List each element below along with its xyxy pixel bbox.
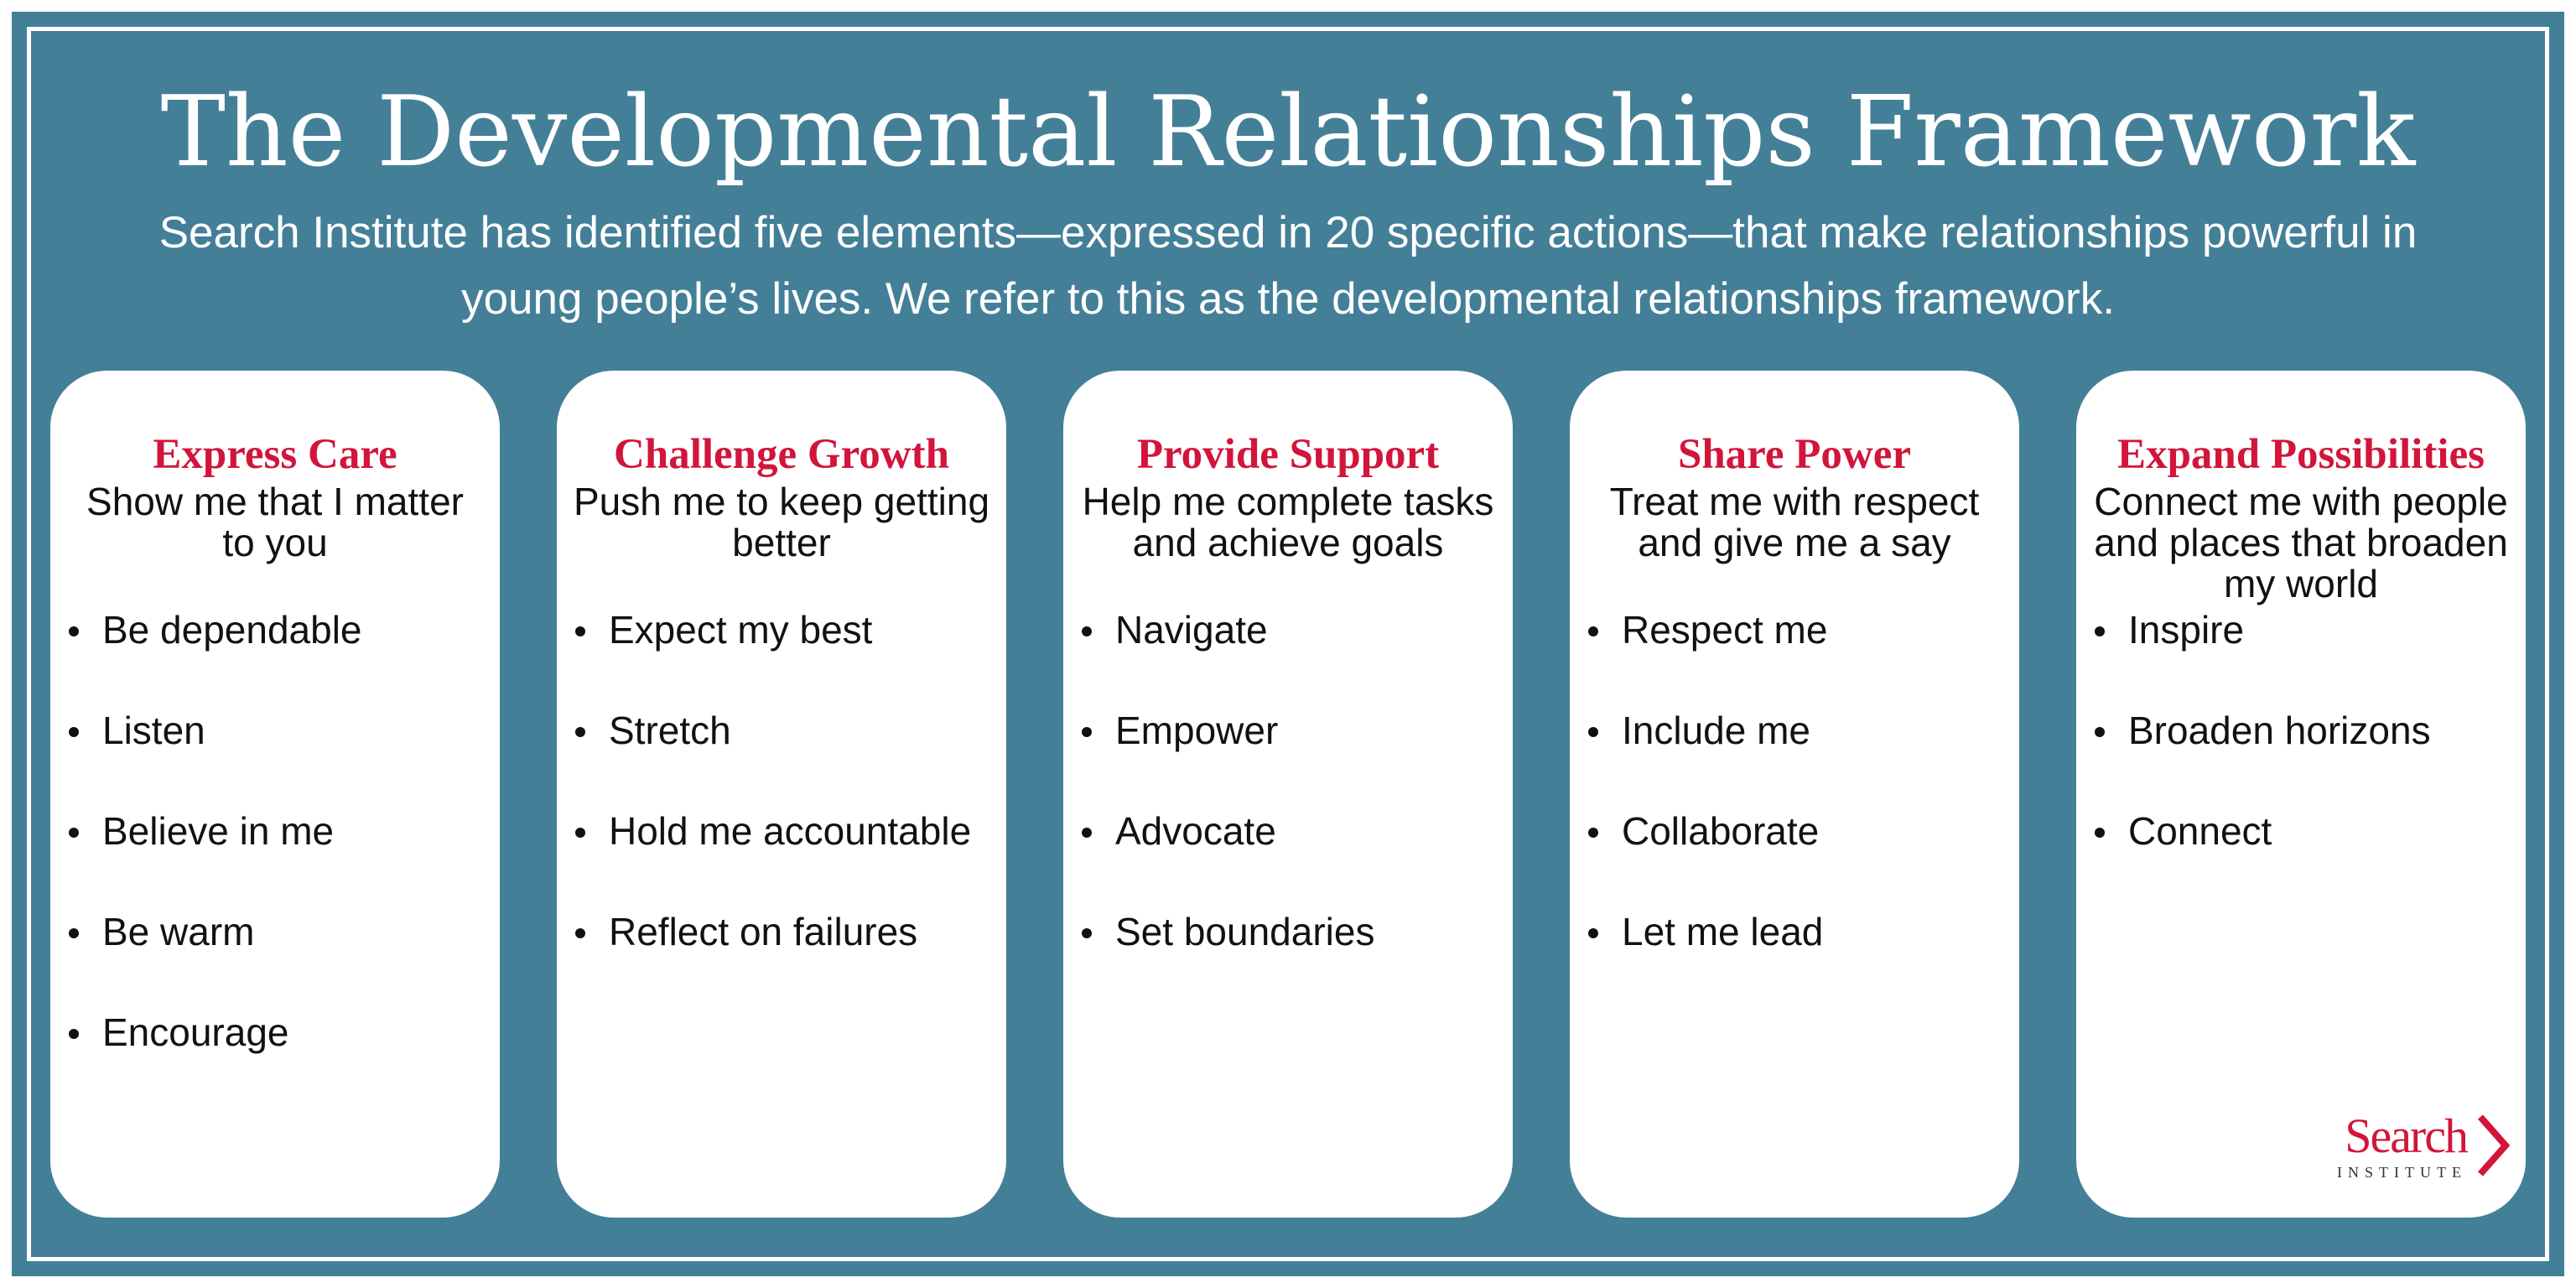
action-label: Stretch bbox=[609, 709, 731, 752]
element-card-expand-possibilities: Expand Possibilities Connect me with peo… bbox=[2076, 371, 2526, 1218]
action-label: Be dependable bbox=[102, 608, 362, 652]
action-label: Respect me bbox=[1622, 608, 1828, 652]
action-item: Include me bbox=[1585, 708, 2004, 754]
action-item: Connect bbox=[2091, 808, 2511, 854]
bullet-icon bbox=[1588, 828, 1598, 838]
bullet-icon bbox=[1082, 727, 1092, 737]
bullet-icon bbox=[1588, 928, 1598, 938]
element-description: Connect me with people and places that b… bbox=[2094, 480, 2508, 605]
action-item: Inspire bbox=[2091, 607, 2511, 653]
page-title: The Developmental Relationships Framewor… bbox=[160, 75, 2416, 189]
bullet-icon bbox=[1082, 828, 1092, 838]
bullet-icon bbox=[69, 626, 79, 636]
bullet-icon bbox=[69, 828, 79, 838]
action-label: Include me bbox=[1622, 709, 1811, 752]
element-description: Push me to keep getting better bbox=[573, 480, 990, 564]
action-item: Reflect on failures bbox=[572, 909, 991, 955]
action-label: Expect my best bbox=[609, 608, 873, 652]
logo-subtitle: INSTITUTE bbox=[2337, 1164, 2467, 1181]
bullet-icon bbox=[1588, 626, 1598, 636]
element-title: Express Care bbox=[153, 431, 397, 478]
element-title: Share Power bbox=[1677, 431, 1912, 478]
element-description: Show me that I matter to you bbox=[86, 480, 464, 564]
element-title: Challenge Growth bbox=[614, 431, 949, 478]
action-item: Encourage bbox=[65, 1010, 485, 1056]
action-item: Advocate bbox=[1078, 808, 1498, 854]
action-label: Let me lead bbox=[1622, 910, 1824, 953]
element-description: Help me complete tasks and achieve goals bbox=[1082, 480, 1494, 564]
action-item: Stretch bbox=[572, 708, 991, 754]
element-card-challenge-growth: Challenge Growth Push me to keep getting… bbox=[557, 371, 1006, 1218]
chevron-right-icon bbox=[2478, 1114, 2511, 1176]
action-item: Collaborate bbox=[1585, 808, 2004, 854]
bullet-icon bbox=[1082, 928, 1092, 938]
bullet-icon bbox=[2095, 727, 2105, 737]
element-title: Expand Possibilities bbox=[2117, 431, 2485, 478]
action-label: Connect bbox=[2128, 809, 2272, 853]
action-item: Respect me bbox=[1585, 607, 2004, 653]
action-list: Expect my best Stretch Hold me accountab… bbox=[572, 607, 991, 955]
bullet-icon bbox=[575, 928, 585, 938]
bullet-icon bbox=[1588, 727, 1598, 737]
action-item: Broaden horizons bbox=[2091, 708, 2511, 754]
bullet-icon bbox=[1082, 626, 1092, 636]
element-title: Provide Support bbox=[1136, 431, 1440, 478]
action-item: Set boundaries bbox=[1078, 909, 1498, 955]
action-list: Navigate Empower Advocate Set boundaries bbox=[1078, 607, 1498, 955]
action-label: Navigate bbox=[1115, 608, 1268, 652]
action-label: Be warm bbox=[102, 910, 255, 953]
action-label: Broaden horizons bbox=[2128, 709, 2431, 752]
action-label: Hold me accountable bbox=[609, 809, 972, 853]
action-label: Set boundaries bbox=[1115, 910, 1375, 953]
action-item: Believe in me bbox=[65, 808, 485, 854]
element-card-express-care: Express Care Show me that I matter to yo… bbox=[50, 371, 500, 1218]
action-list: Respect me Include me Collaborate Let me… bbox=[1585, 607, 2004, 955]
action-item: Empower bbox=[1078, 708, 1498, 754]
action-list: Inspire Broaden horizons Connect bbox=[2091, 607, 2511, 854]
action-list: Be dependable Listen Believe in me Be wa… bbox=[65, 607, 485, 1056]
action-item: Be dependable bbox=[65, 607, 485, 653]
page-subtitle: Search Institute has identified five ele… bbox=[158, 208, 2418, 324]
bullet-icon bbox=[69, 928, 79, 938]
bullet-icon bbox=[575, 727, 585, 737]
action-label: Collaborate bbox=[1622, 809, 1820, 853]
action-item: Let me lead bbox=[1585, 909, 2004, 955]
action-label: Believe in me bbox=[102, 809, 335, 853]
action-item: Be warm bbox=[65, 909, 485, 955]
bullet-icon bbox=[69, 1029, 79, 1039]
element-description: Treat me with respect and give me a say bbox=[1609, 480, 1980, 564]
action-label: Encourage bbox=[102, 1010, 289, 1054]
element-card-provide-support: Provide Support Help me complete tasks a… bbox=[1063, 371, 1513, 1218]
search-institute-logo: Search INSTITUTE bbox=[2334, 1110, 2511, 1186]
action-item: Hold me accountable bbox=[572, 808, 991, 854]
logo-wordmark: Search bbox=[2345, 1109, 2469, 1163]
action-item: Expect my best bbox=[572, 607, 991, 653]
action-label: Empower bbox=[1115, 709, 1279, 752]
action-label: Listen bbox=[102, 709, 205, 752]
bullet-icon bbox=[575, 626, 585, 636]
bullet-icon bbox=[2095, 828, 2105, 838]
action-item: Navigate bbox=[1078, 607, 1498, 653]
action-label: Reflect on failures bbox=[609, 910, 918, 953]
framework-poster: The Developmental Relationships Framewor… bbox=[12, 12, 2564, 1276]
bullet-icon bbox=[575, 828, 585, 838]
action-label: Advocate bbox=[1115, 809, 1276, 853]
bullet-icon bbox=[2095, 626, 2105, 636]
action-item: Listen bbox=[65, 708, 485, 754]
element-card-share-power: Share Power Treat me with respect and gi… bbox=[1570, 371, 2019, 1218]
bullet-icon bbox=[69, 727, 79, 737]
action-label: Inspire bbox=[2128, 608, 2245, 652]
